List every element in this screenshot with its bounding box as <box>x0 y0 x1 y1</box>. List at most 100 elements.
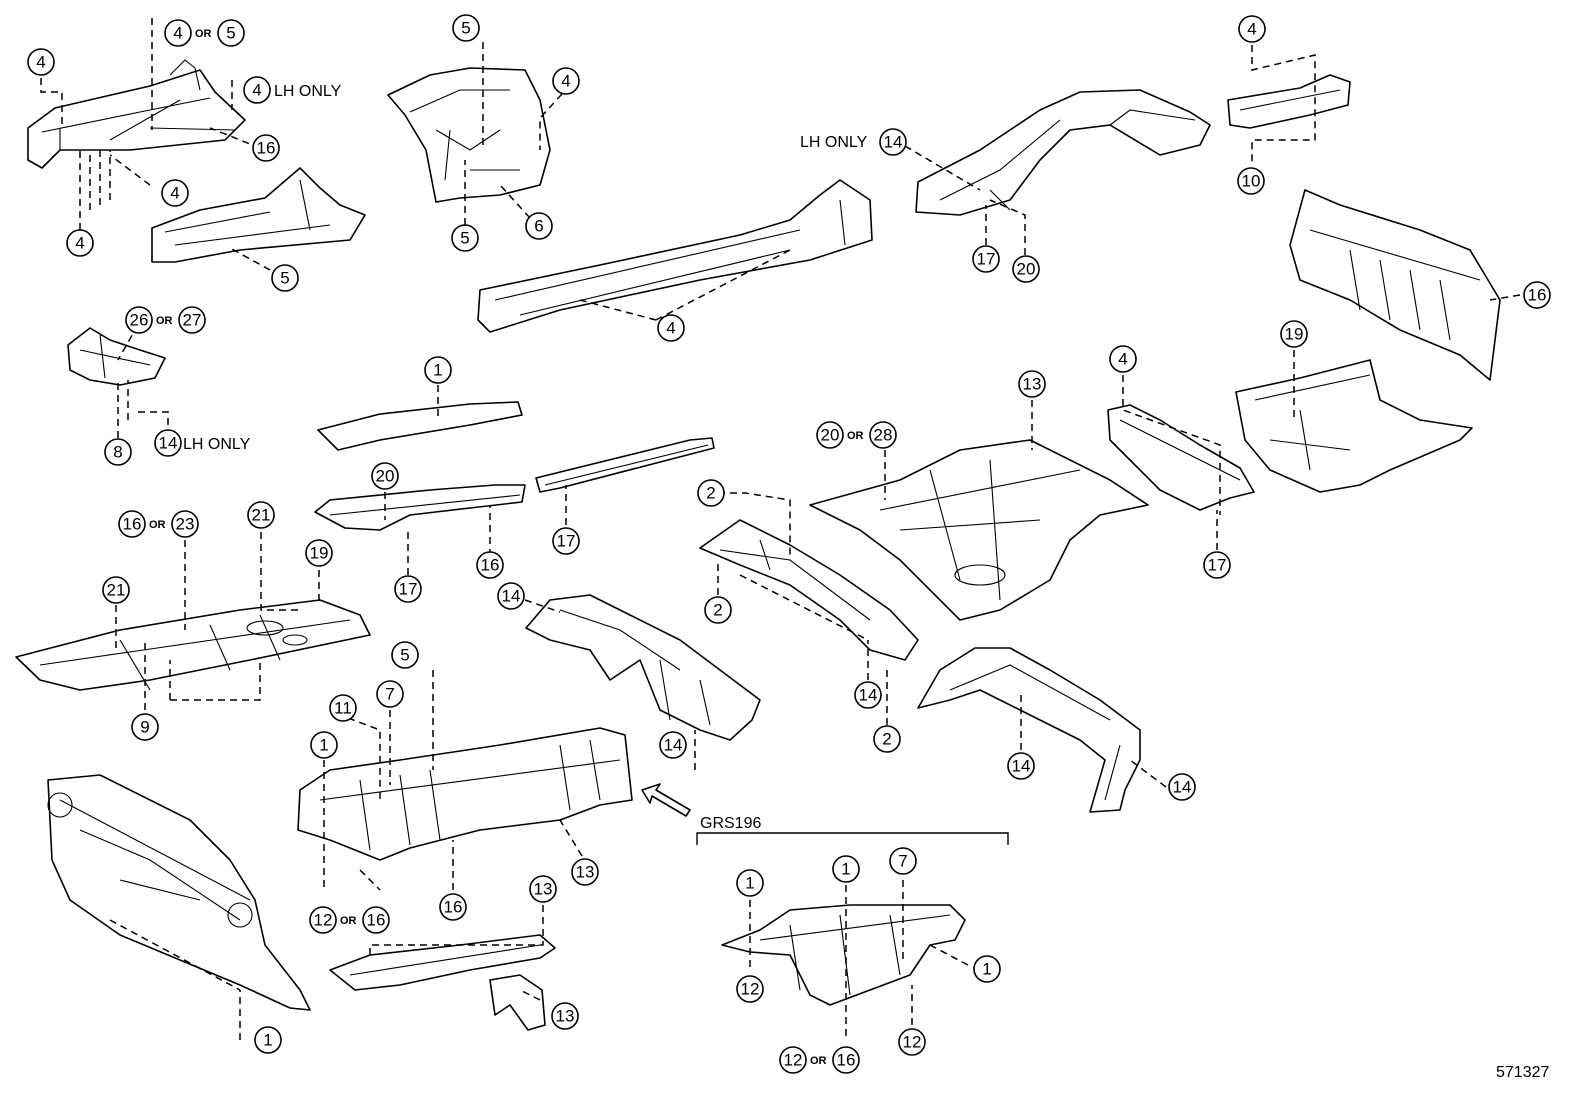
callout-16: 16 <box>832 1046 860 1074</box>
svg-text:2: 2 <box>706 484 715 503</box>
callout-4: 4 <box>164 19 192 47</box>
svg-text:13: 13 <box>534 880 553 899</box>
grs196-bracket <box>696 832 1009 845</box>
callout-1: 1 <box>736 869 764 897</box>
svg-text:12: 12 <box>903 1033 922 1052</box>
svg-text:16: 16 <box>257 139 276 158</box>
callout-21: 21 <box>102 576 130 604</box>
callout-5: 5 <box>391 641 419 669</box>
callout-14: 14 <box>497 582 525 610</box>
svg-text:5: 5 <box>461 19 470 38</box>
front-floor-pan <box>15 599 371 691</box>
svg-text:17: 17 <box>1208 556 1227 575</box>
callout-12: 12 <box>736 975 764 1003</box>
svg-text:13: 13 <box>1023 375 1042 394</box>
svg-text:5: 5 <box>460 229 469 248</box>
svg-text:13: 13 <box>556 1007 575 1026</box>
svg-text:16: 16 <box>481 556 500 575</box>
rear-floor-cross-member <box>1107 404 1255 511</box>
or-text: OR <box>195 28 212 40</box>
callout-14: 14 <box>659 731 687 759</box>
front-side-member-upper <box>27 59 246 169</box>
callout-1: 1 <box>424 356 452 384</box>
svg-text:17: 17 <box>977 250 996 269</box>
svg-text:16: 16 <box>123 515 142 534</box>
svg-text:26: 26 <box>130 311 149 330</box>
svg-text:17: 17 <box>557 532 576 551</box>
front-side-member-lower <box>151 167 366 263</box>
callout-10: 10 <box>1237 167 1265 195</box>
callout-12: 12 <box>779 1046 807 1074</box>
svg-text:23: 23 <box>176 515 195 534</box>
lh-only-label: LH ONLY <box>800 134 868 151</box>
callout-13: 13 <box>1018 370 1046 398</box>
svg-text:10: 10 <box>1242 172 1261 191</box>
svg-text:1: 1 <box>319 736 328 755</box>
callout-5: 5 <box>452 14 480 42</box>
callout-5: 5 <box>217 19 245 47</box>
callout-16: 16 <box>476 551 504 579</box>
svg-text:20: 20 <box>1017 260 1036 279</box>
svg-text:21: 21 <box>252 506 271 525</box>
svg-text:21: 21 <box>107 581 126 600</box>
svg-text:14: 14 <box>664 736 683 755</box>
svg-text:4: 4 <box>1118 350 1127 369</box>
callout-bubbles: 4 4 OR 5 4 LH ONLY 16 4 4 5 5 4 5 6 4 LH… <box>27 14 1551 1074</box>
lh-only-label: LH ONLY <box>183 436 251 453</box>
svg-text:1: 1 <box>433 361 442 380</box>
svg-text:1: 1 <box>841 860 850 879</box>
svg-text:4: 4 <box>75 234 84 253</box>
rear-wheel-house-outer <box>525 594 761 741</box>
rear-body-panel <box>1289 189 1501 381</box>
callout-16: 16 <box>118 510 146 538</box>
callout-4: 4 <box>657 314 685 342</box>
callout-17: 17 <box>552 527 580 555</box>
callout-20: 20 <box>1012 255 1040 283</box>
callout-14: 14 <box>879 128 907 156</box>
rear-floor-panel <box>809 439 1149 621</box>
svg-text:14: 14 <box>884 133 903 152</box>
callout-4: 4 <box>243 76 271 104</box>
svg-text:16: 16 <box>367 911 386 930</box>
callout-2: 2 <box>697 479 725 507</box>
floor-side-member-upper <box>317 401 523 451</box>
svg-text:4: 4 <box>170 184 179 203</box>
quarter-inner-panel <box>915 89 1211 216</box>
svg-text:7: 7 <box>385 685 394 704</box>
callout-17: 17 <box>1203 551 1231 579</box>
svg-text:2: 2 <box>713 601 722 620</box>
svg-text:4: 4 <box>173 24 182 43</box>
diagram-number: 571327 <box>1496 1064 1549 1081</box>
or-text: OR <box>340 915 357 927</box>
callout-8: 8 <box>104 438 132 466</box>
svg-text:20: 20 <box>376 467 395 486</box>
callout-5: 5 <box>451 224 479 252</box>
callout-1: 1 <box>254 1026 282 1054</box>
or-text: OR <box>847 430 864 442</box>
callout-16: 16 <box>439 893 467 921</box>
svg-text:12: 12 <box>314 911 333 930</box>
or-text: OR <box>149 519 166 531</box>
callout-28: 28 <box>869 421 897 449</box>
svg-text:4: 4 <box>252 81 261 100</box>
callout-1: 1 <box>832 855 860 883</box>
rear-wheel-house-inner <box>917 647 1141 813</box>
callout-4: 4 <box>552 67 580 95</box>
front-floor-cross-member <box>329 934 556 991</box>
svg-text:28: 28 <box>874 426 893 445</box>
svg-text:5: 5 <box>400 646 409 665</box>
callout-16: 16 <box>252 134 280 162</box>
roof-side-rail-bracket <box>1227 74 1351 129</box>
callout-11: 11 <box>329 694 357 722</box>
svg-text:12: 12 <box>741 980 760 999</box>
callout-27: 27 <box>178 306 206 334</box>
svg-text:6: 6 <box>534 217 543 236</box>
svg-text:12: 12 <box>784 1051 803 1070</box>
callout-13: 13 <box>529 875 557 903</box>
callout-12: 12 <box>898 1028 926 1056</box>
leader-lines <box>40 18 1521 1040</box>
callout-16: 16 <box>362 906 390 934</box>
callout-1: 1 <box>973 955 1001 983</box>
callout-4: 4 <box>27 48 55 76</box>
or-text: OR <box>156 315 173 327</box>
